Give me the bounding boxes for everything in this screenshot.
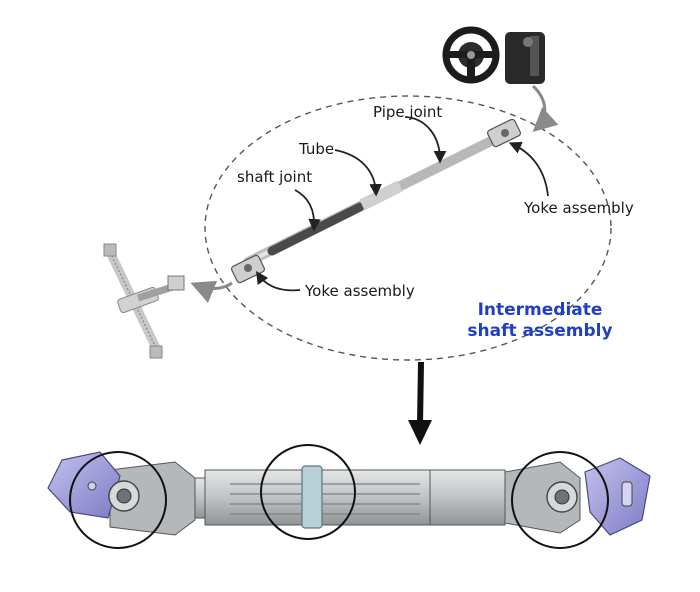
label-tube: Tube bbox=[299, 140, 335, 158]
intermediate-shaft-drawing bbox=[230, 118, 522, 284]
detail-arrow bbox=[408, 361, 432, 445]
label-yoke-assembly-upper: Yoke assembly bbox=[524, 199, 634, 217]
right-joint-highlight bbox=[511, 451, 609, 549]
wheel-to-shaft-arrow bbox=[531, 84, 559, 133]
left-joint-highlight bbox=[69, 451, 167, 549]
steering-wheel-icon bbox=[442, 26, 545, 84]
assembly-title-line2: shaft assembly bbox=[467, 321, 613, 341]
shaft-joint-leader bbox=[294, 189, 321, 232]
label-pipe-joint: Pipe joint bbox=[373, 103, 443, 121]
label-shaft-joint: shaft joint bbox=[237, 168, 313, 186]
label-yoke-assembly-lower: Yoke assembly bbox=[305, 282, 415, 300]
detailed-shaft-render bbox=[47, 444, 651, 549]
assembly-title: Intermediate shaft assembly bbox=[458, 300, 622, 342]
assembly-title-line1: Intermediate bbox=[477, 300, 603, 320]
yoke-lower-leader bbox=[256, 271, 301, 292]
steering-rack-icon bbox=[103, 243, 185, 359]
tube-leader bbox=[334, 149, 382, 197]
assembly-boundary-ellipse bbox=[204, 95, 612, 361]
yoke-upper-leader bbox=[508, 141, 549, 197]
shaft-to-rack-arrow bbox=[190, 280, 233, 303]
pipe-joint-leader bbox=[404, 116, 447, 164]
center-joint-highlight bbox=[260, 444, 356, 540]
